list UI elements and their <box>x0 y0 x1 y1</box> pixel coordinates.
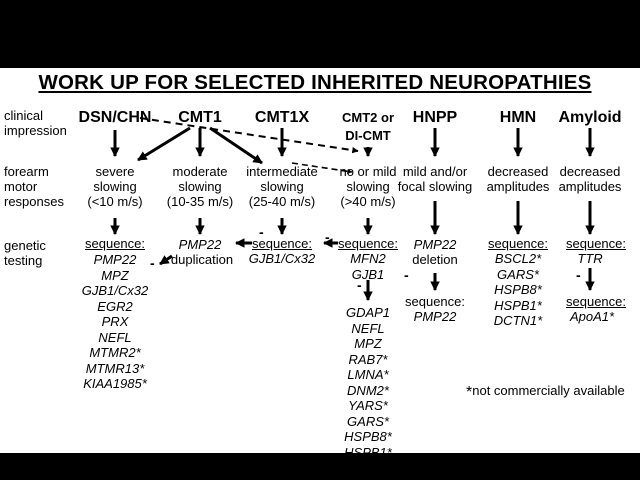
row-label-forearm: forearm motor responses <box>4 164 64 209</box>
gene: BSCL2* <box>494 251 542 266</box>
header-dsn-chn: DSN/CHN <box>78 109 152 126</box>
response-cmt2: no or mild slowing (>40 m/s) <box>339 164 397 209</box>
gene: PMP22 <box>413 309 457 324</box>
sequence-label-cmt1x: sequence: <box>252 236 312 251</box>
test-hnpp-gene: PMP22 <box>413 237 457 252</box>
footnote-star: * <box>466 384 473 401</box>
footnote: *not commercially available <box>466 383 625 401</box>
gene: RAB7* <box>348 351 388 367</box>
gene: GARS* <box>347 413 389 429</box>
gene: GJB1/Cx32 <box>248 251 316 266</box>
gene-list-hmn: BSCL2* GARS* HSPB8* HSPB1* DCTN1* <box>494 251 542 329</box>
gene: LMNA* <box>347 367 389 382</box>
test-hnpp-note: deletion <box>412 252 458 267</box>
sequence-label-hmn: sequence: <box>488 236 548 251</box>
header-amyloid: Amyloid <box>558 109 622 126</box>
gene: DCTN1* <box>493 313 543 328</box>
test-cmt1-gene: PMP22 <box>178 237 222 252</box>
footnote-text: not commercially available <box>472 383 625 398</box>
flow-arrows <box>110 117 595 301</box>
gene: KIAA1985* <box>83 376 147 391</box>
gene: HSPB8* <box>494 282 542 297</box>
gene-list-cmt2: MFN2 GJB1 <box>350 251 385 282</box>
response-hnpp: mild and/or focal slowing <box>397 164 473 194</box>
sequence-label-amyloid-second: sequence: <box>566 294 626 309</box>
negative-result-symbol: - <box>259 224 264 240</box>
negative-result-symbol: - <box>404 267 409 283</box>
gene: GJB1/Cx32 <box>81 283 149 298</box>
gene: DNM2* <box>347 382 389 398</box>
arrow-dsn-to-cmt2-dashed <box>139 117 359 154</box>
gene: ApoA1* <box>569 309 615 324</box>
gene: NEFL <box>351 320 385 336</box>
response-cmt1: moderate slowing (10-35 m/s) <box>166 164 234 209</box>
gene: YARS* <box>348 398 388 413</box>
gene: MFN2 <box>350 251 386 266</box>
gene: MTMR13* <box>85 360 145 376</box>
gene: NEFL <box>98 329 132 345</box>
gene: TTR <box>577 251 603 266</box>
header-hmn: HMN <box>499 109 537 126</box>
diagram-title: WORK UP FOR SELECTED INHERITED NEUROPATH… <box>38 71 592 94</box>
negative-result-symbol: - <box>576 267 581 283</box>
response-cmt1x: intermediate slowing (25-40 m/s) <box>246 164 318 209</box>
sequence-label-dsn: sequence: <box>85 236 145 251</box>
negative-result-symbol: - <box>325 229 330 245</box>
arrow-cmt1x-to-cmt2-dashed <box>291 162 353 174</box>
response-hmn: decreased amplitudes <box>486 164 550 194</box>
gene: GDAP1 <box>345 305 391 320</box>
response-dsn: severe slowing (<10 m/s) <box>87 164 143 209</box>
negative-result-symbol: - <box>357 277 362 293</box>
gene: HSPB1* <box>344 444 392 454</box>
gene: MPZ <box>354 336 382 351</box>
slide: WORK UP FOR SELECTED INHERITED NEUROPATH… <box>0 68 640 453</box>
header-hnpp: HNPP <box>412 109 458 126</box>
test-cmt1-note: duplication <box>170 252 234 267</box>
gene: HSPB8* <box>344 429 392 444</box>
row-label-clinical: clinical impression <box>4 108 67 138</box>
header-cmt2-dicmt: CMT2 or DI-CMT <box>342 110 394 143</box>
gene-list-dsn: PMP22 MPZ GJB1/Cx32 EGR2 PRX NEFL MTMR2*… <box>82 252 148 392</box>
gene: EGR2 <box>97 298 133 314</box>
header-cmt1x: CMT1X <box>254 109 310 126</box>
gene: PMP22 <box>93 252 137 267</box>
header-cmt1: CMT1 <box>178 109 222 126</box>
negative-result-symbol: - <box>150 255 155 271</box>
row-label-genetic: genetic testing <box>4 238 46 268</box>
sequence-label-hnpp-second: sequence: <box>405 294 465 309</box>
gene: HSPB1* <box>494 297 542 313</box>
gene: MPZ <box>101 267 129 283</box>
arrow-cmt1-to-severe <box>137 126 191 162</box>
response-amyloid: decreased amplitudes <box>558 164 622 194</box>
gene: PRX <box>101 314 129 329</box>
gene-list-cmt2-second: GDAP1 NEFL MPZ RAB7* LMNA* DNM2* YARS* G… <box>344 305 392 453</box>
sequence-label-amyloid: sequence: <box>566 236 626 251</box>
arrow-cmt1-to-dsn <box>159 254 173 266</box>
gene: MTMR2* <box>89 345 141 360</box>
sequence-label-cmt2: sequence: <box>338 236 398 251</box>
arrow-cmt1-to-intermediate <box>209 126 263 165</box>
gene: GJB1 <box>351 266 385 282</box>
gene: GARS* <box>497 266 539 282</box>
